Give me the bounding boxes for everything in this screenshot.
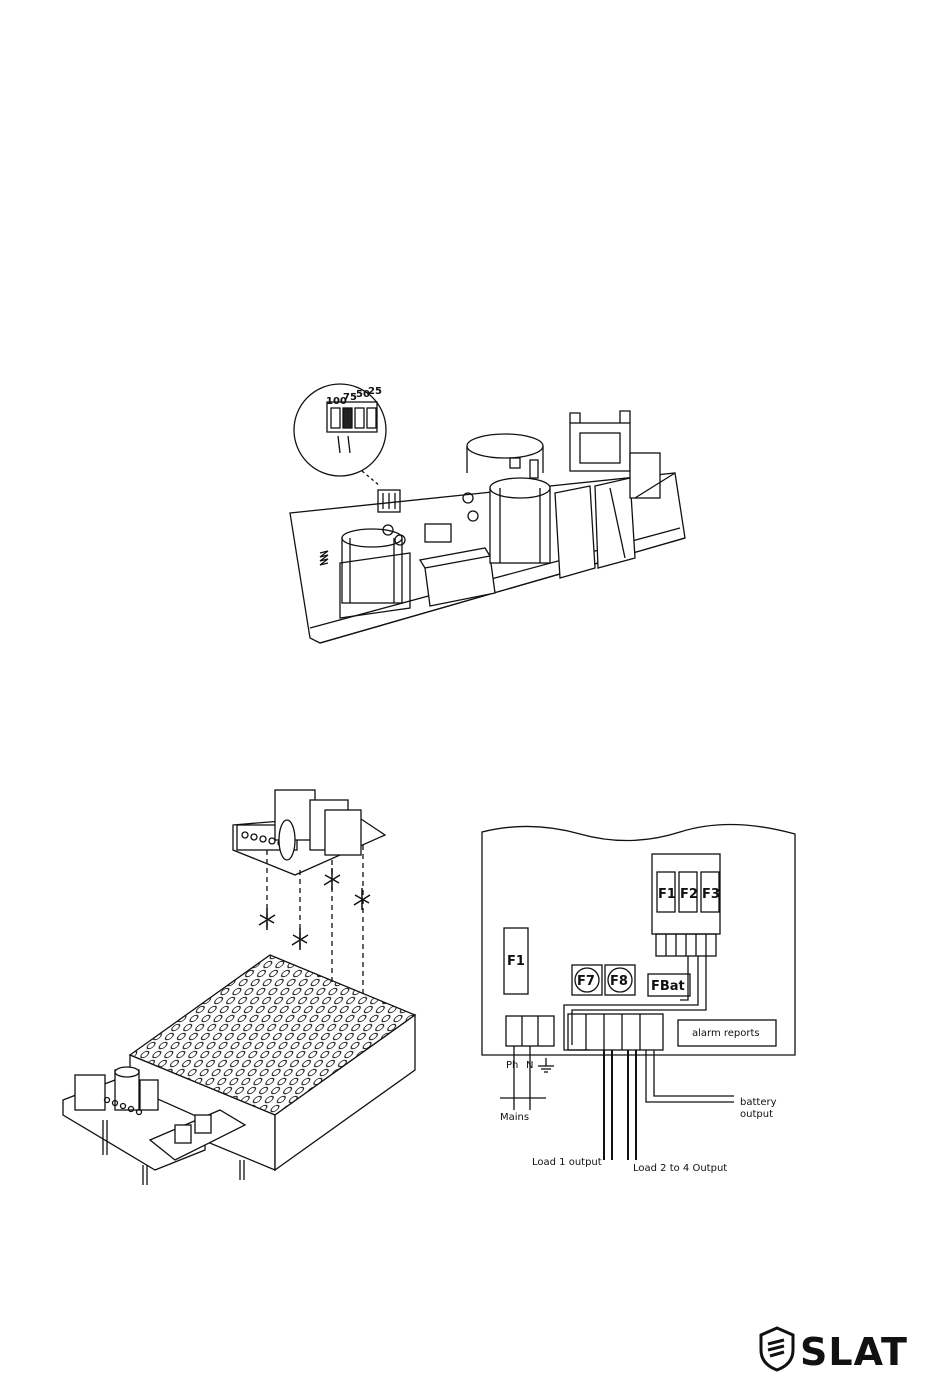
fuse-fbat-label: FBat: [651, 979, 685, 994]
module-mounting-figure: [55, 780, 435, 1190]
battery-output-label-line1: battery: [740, 1097, 777, 1108]
jumper-label-25: 25: [368, 386, 382, 397]
load1-output-label: Load 1 output: [532, 1157, 602, 1168]
terminal-n-label: N: [526, 1060, 533, 1071]
jumper-label-75: 75: [343, 392, 357, 403]
slat-logo-text: SLAT: [800, 1330, 908, 1374]
fuse-f3-label: F3: [702, 887, 720, 902]
fuse-f1-main-label: F1: [507, 954, 525, 969]
fuse-f1-label: F1: [658, 887, 676, 902]
alarm-reports-label: alarm reports: [692, 1028, 760, 1039]
slat-shield-icon: [758, 1326, 796, 1372]
fuse-f7-label: F7: [577, 974, 595, 989]
load2to4-output-label: Load 2 to 4 Output: [633, 1163, 727, 1174]
psu-board-jumper-figure: 100 75 50 25: [280, 378, 700, 658]
fuse-f2-label: F2: [680, 887, 698, 902]
terminal-ph-label: Ph: [506, 1060, 518, 1071]
fuse-f8-label: F8: [610, 974, 628, 989]
wiring-diagram: F1 F2 F3 F1 F7 F8 FBat alarm reports Ph …: [470, 820, 810, 1180]
mains-label: Mains: [500, 1112, 529, 1123]
battery-output-label-line2: output: [740, 1109, 773, 1120]
